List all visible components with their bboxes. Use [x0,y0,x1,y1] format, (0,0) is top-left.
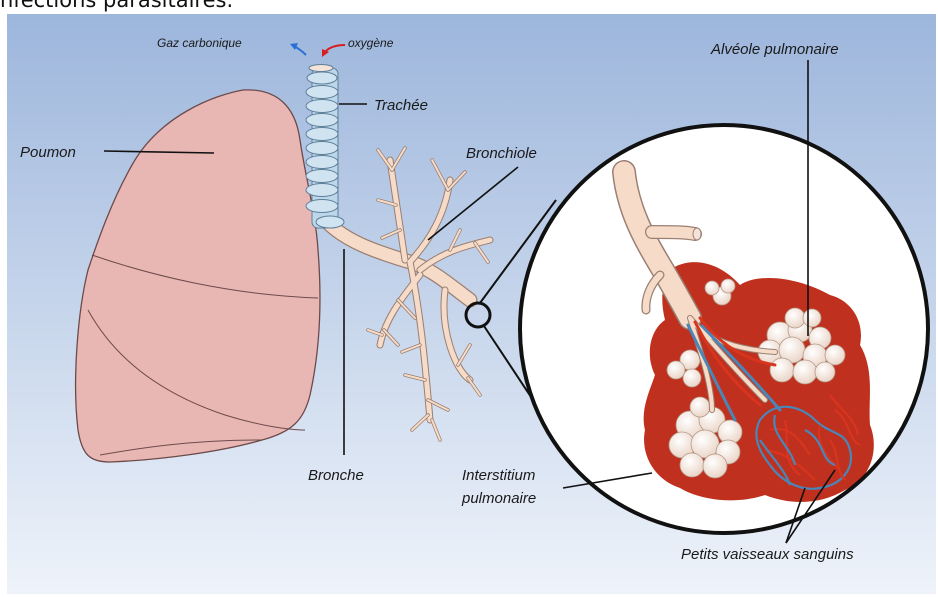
label-trachea: Trachée [374,97,428,114]
label-alveolus: Alvéole pulmonaire [710,41,839,58]
label-bronchiole: Bronchiole [466,145,537,162]
label-lung: Poumon [20,144,76,161]
trachea [306,65,344,229]
label-interstitium-line1: Interstitium [462,467,535,484]
label-bronchus: Bronche [308,467,364,484]
label-vessels: Petits vaisseaux sanguins [681,546,854,563]
label-gas-in: oxygène [348,36,394,50]
magnified-view [520,125,928,533]
label-gas-out: Gaz carbonique [157,36,242,50]
label-interstitium-line2: pulmonaire [461,490,536,507]
